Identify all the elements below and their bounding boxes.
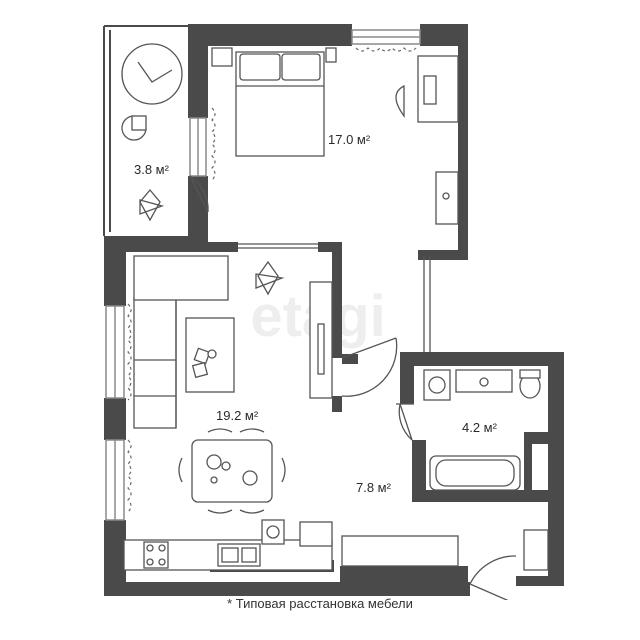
hallway-bench bbox=[523, 529, 549, 571]
area-label-living-kitchen: 19.2 м² bbox=[216, 408, 259, 423]
nightstand bbox=[211, 47, 233, 67]
hallway-wardrobe bbox=[341, 535, 459, 567]
fridge bbox=[299, 521, 333, 547]
area-labels: 3.8 м² 17.0 м² 19.2 м² 7.8 м² 4.2 м² bbox=[134, 132, 498, 495]
walls bbox=[104, 24, 564, 596]
balcony-round-table bbox=[121, 43, 183, 105]
windows bbox=[105, 29, 421, 521]
balcony-outline bbox=[103, 25, 188, 236]
area-label-hallway: 7.8 м² bbox=[356, 480, 392, 495]
dining-table bbox=[191, 439, 273, 503]
curtains bbox=[127, 47, 417, 513]
doors bbox=[189, 175, 517, 600]
furniture-note: * Типовая расстановка мебели bbox=[227, 596, 413, 611]
desk-chair bbox=[395, 84, 405, 118]
area-label-bedroom: 17.0 м² bbox=[328, 132, 371, 147]
floor-plan: etagi bbox=[103, 24, 564, 600]
sofa bbox=[133, 297, 177, 429]
chair bbox=[178, 457, 183, 483]
area-label-bathroom: 4.2 м² bbox=[462, 420, 498, 435]
plant-icon-balcony bbox=[139, 188, 165, 222]
area-label-balcony: 3.8 м² bbox=[134, 162, 170, 177]
furniture bbox=[121, 43, 549, 571]
plant-icon-living bbox=[255, 260, 285, 296]
